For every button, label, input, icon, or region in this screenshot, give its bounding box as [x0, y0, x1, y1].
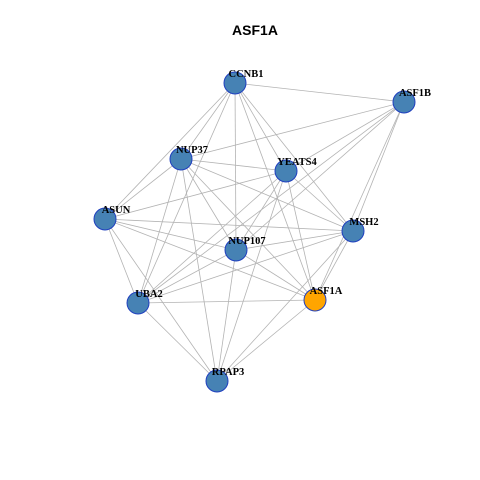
node-label-asf1a: ASF1A	[310, 286, 343, 297]
nodes-layer	[93, 71, 416, 393]
edge-asf1b-uba2	[137, 101, 405, 304]
edge-nup37-asf1a	[180, 158, 316, 301]
edge-ccnb1-yeats4	[234, 82, 287, 172]
edge-ccnb1-asun	[104, 82, 236, 220]
edge-asf1b-nup37	[180, 101, 405, 160]
node-rpap3[interactable]	[205, 369, 229, 393]
edge-ccnb1-msh2	[234, 82, 354, 232]
edges-layer	[104, 82, 405, 382]
node-label-uba2: UBA2	[135, 289, 162, 300]
node-label-nup107: NUP107	[228, 236, 265, 247]
node-label-nup37: NUP37	[176, 145, 208, 156]
edge-asun-msh2	[104, 218, 354, 232]
edge-msh2-uba2	[137, 230, 354, 304]
node-label-asun: ASUN	[102, 205, 131, 216]
node-label-rpap3: RPAP3	[212, 367, 244, 378]
edge-ccnb1-nup107	[234, 82, 237, 251]
edge-ccnb1-asf1b	[234, 82, 405, 103]
edge-asf1b-yeats4	[285, 101, 405, 172]
node-asun[interactable]	[93, 207, 117, 231]
edge-nup107-asf1a	[235, 249, 316, 301]
edge-asun-nup107	[104, 218, 237, 251]
edge-ccnb1-asf1a	[234, 82, 316, 301]
edge-yeats4-nup107	[235, 170, 287, 251]
edge-yeats4-uba2	[137, 170, 287, 304]
node-nup37[interactable]	[169, 147, 193, 171]
node-label-ccnb1: CCNB1	[228, 69, 263, 80]
edge-msh2-nup107	[235, 230, 354, 251]
edge-msh2-rpap3	[216, 230, 354, 382]
node-yeats4[interactable]	[274, 159, 298, 183]
edge-asf1b-nup107	[235, 101, 405, 251]
graph-title: ASF1A	[232, 22, 278, 38]
edge-asun-rpap3	[104, 218, 218, 382]
edge-yeats4-asun	[104, 170, 287, 220]
node-asf1b[interactable]	[392, 90, 416, 114]
edge-yeats4-rpap3	[216, 170, 287, 382]
edge-nup37-uba2	[137, 158, 182, 304]
edge-asun-uba2	[104, 218, 139, 304]
node-msh2[interactable]	[341, 219, 365, 243]
edge-asf1b-msh2	[352, 101, 405, 232]
node-label-msh2: MSH2	[349, 217, 378, 228]
edge-ccnb1-nup37	[180, 82, 236, 160]
edge-nup37-yeats4	[180, 158, 287, 172]
node-asf1a[interactable]	[303, 288, 327, 312]
node-label-asf1b: ASF1B	[399, 88, 431, 99]
node-label-yeats4: YEATS4	[277, 157, 317, 168]
edge-nup37-nup107	[180, 158, 237, 251]
node-nup107[interactable]	[224, 238, 248, 262]
edge-nup37-msh2	[180, 158, 354, 232]
edge-nup107-rpap3	[216, 249, 237, 382]
edge-yeats4-msh2	[285, 170, 354, 232]
edge-nup107-uba2	[137, 249, 237, 304]
node-ccnb1[interactable]	[223, 71, 247, 95]
edge-asf1b-asf1a	[314, 101, 405, 301]
edge-uba2-asf1a	[137, 299, 316, 304]
edge-asf1a-rpap3	[216, 299, 316, 382]
edge-asun-asf1a	[104, 218, 316, 301]
node-uba2[interactable]	[126, 291, 150, 315]
edge-nup37-asun	[104, 158, 182, 220]
edge-msh2-asf1a	[314, 230, 354, 301]
edge-uba2-rpap3	[137, 302, 218, 382]
